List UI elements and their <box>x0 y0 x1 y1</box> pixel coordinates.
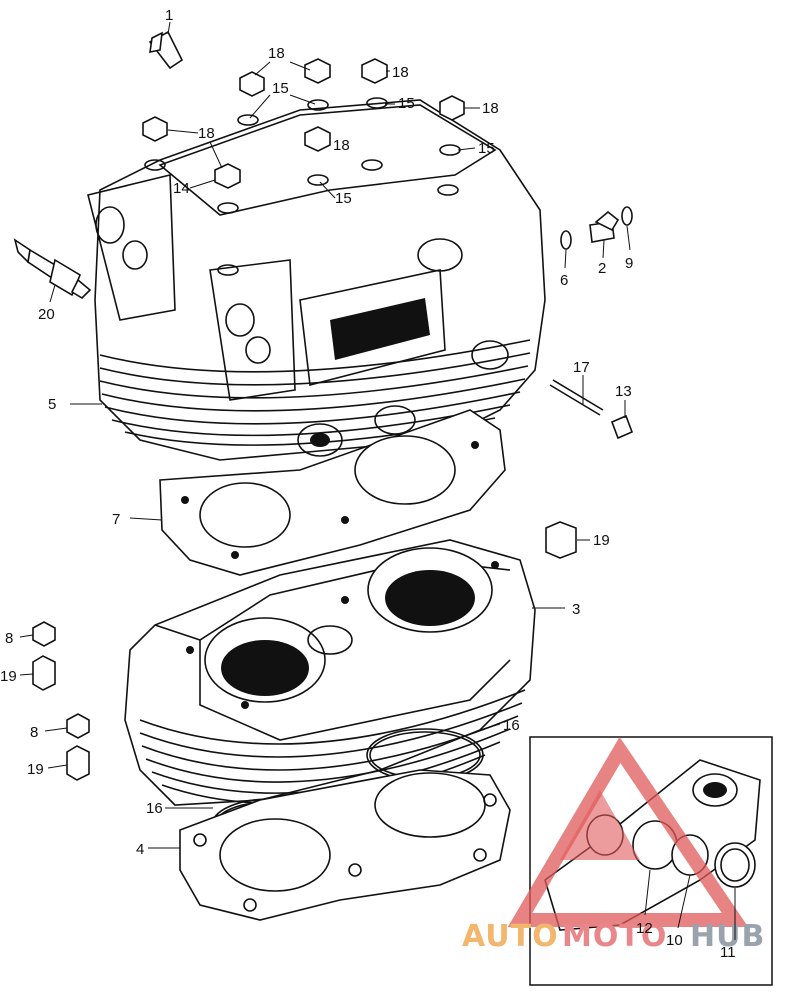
callout-14: 14 <box>173 180 190 197</box>
callout-8-b: 8 <box>30 724 38 741</box>
stud-and-nut <box>549 379 634 440</box>
callout-15-b: 15 <box>398 95 415 112</box>
callout-2: 2 <box>598 260 606 277</box>
left-small-parts <box>32 621 90 781</box>
cylinder-block <box>124 539 536 806</box>
watermark-auto: AUTO <box>462 919 559 954</box>
callout-8-a: 8 <box>5 630 13 647</box>
callout-4: 4 <box>136 841 144 858</box>
base-gasket <box>179 769 511 921</box>
callout-18-a: 18 <box>268 45 285 62</box>
callout-11: 11 <box>720 944 736 961</box>
callout-17: 17 <box>573 359 590 376</box>
callout-15-a: 15 <box>272 80 289 97</box>
callout-1: 1 <box>165 7 173 24</box>
callout-16-b: 16 <box>146 800 163 817</box>
side-bolt-set <box>560 206 633 250</box>
callout-6: 6 <box>560 272 568 289</box>
dowel-pin <box>545 521 577 559</box>
callout-18-e: 18 <box>333 137 350 154</box>
callout-13: 13 <box>615 383 632 400</box>
callout-labels: 1 18 18 15 15 18 18 18 15 14 15 2 6 9 20… <box>0 7 736 961</box>
watermark-logo: AUTO MOTO HUB <box>462 736 765 954</box>
callout-15-d: 15 <box>335 190 352 207</box>
cylinder-head <box>87 97 546 461</box>
leader-lines <box>19 21 736 940</box>
callout-16-a: 16 <box>503 717 520 734</box>
watermark-hub: HUB <box>690 919 765 954</box>
callout-7: 7 <box>112 511 120 528</box>
head-gasket <box>159 409 506 576</box>
callout-10: 10 <box>666 932 683 949</box>
callout-19-c: 19 <box>27 761 44 778</box>
callout-9: 9 <box>625 255 633 272</box>
callout-3: 3 <box>572 601 580 618</box>
callout-19-a: 19 <box>593 532 610 549</box>
callout-15-c: 15 <box>478 140 495 157</box>
callout-20: 20 <box>38 306 55 323</box>
callout-18-b: 18 <box>392 64 409 81</box>
callout-5: 5 <box>48 396 56 413</box>
callout-18-c: 18 <box>482 100 499 117</box>
callout-19-b: 19 <box>0 668 17 685</box>
callout-18-d: 18 <box>198 125 215 142</box>
callout-12: 12 <box>636 920 653 937</box>
spark-plug <box>13 238 92 300</box>
cap-nuts <box>142 58 465 189</box>
watermark-moto: MOTO <box>562 919 667 954</box>
stud-bolt <box>148 30 184 70</box>
